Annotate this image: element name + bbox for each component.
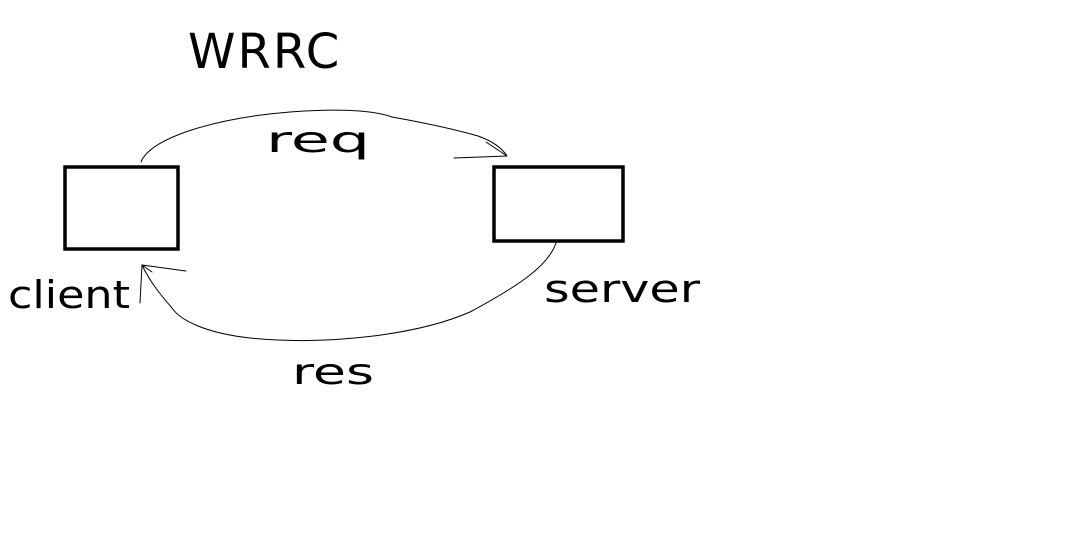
response-edge-label: res: [292, 352, 374, 393]
request-edge: [140, 109, 508, 163]
response-arrowhead: [139, 264, 187, 304]
client-node-box: [63, 165, 180, 251]
server-node-label: server: [544, 267, 700, 311]
server-node-box: [492, 165, 625, 243]
request-edge-label: req: [266, 120, 370, 161]
response-edge: [141, 242, 557, 341]
request-arrowhead: [453, 141, 508, 159]
client-node-label: client: [8, 273, 130, 317]
diagram-title: WRRC: [188, 24, 341, 80]
